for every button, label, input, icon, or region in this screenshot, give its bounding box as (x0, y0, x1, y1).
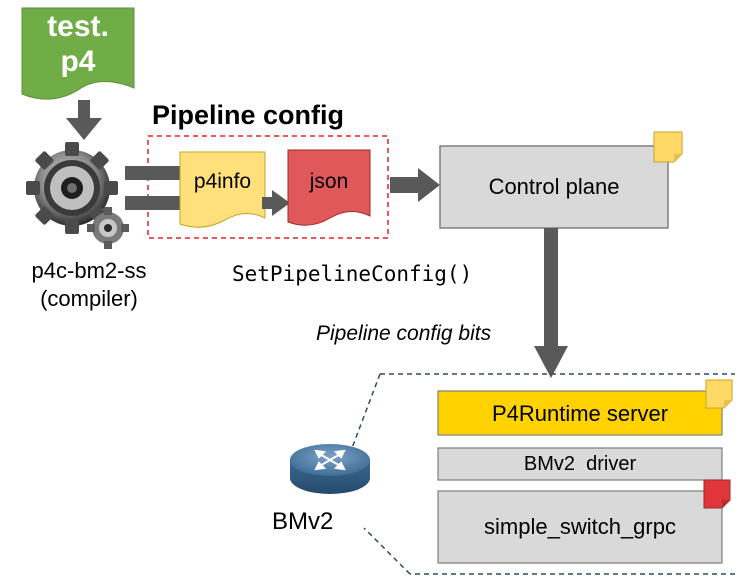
p4info-document-icon (179, 151, 266, 228)
pipeline-config-title: Pipeline config (152, 100, 345, 130)
gear-icon (26, 142, 129, 249)
source-file-name-line2: p4 (60, 45, 96, 78)
bmv2-region (351, 373, 735, 575)
rpc-payload-label: Pipeline config bits (316, 322, 492, 345)
pipeline-config-frame (147, 135, 389, 239)
p4runtime-server-label: P4Runtime server (491, 401, 669, 426)
arrow-control-plane-to-switch (534, 228, 568, 378)
arrow-p4info-to-json (262, 190, 290, 216)
source-file-icon (21, 7, 135, 100)
p4runtime-server-box (437, 390, 723, 436)
note-icon (653, 131, 683, 163)
p4info-label: p4info (193, 170, 252, 193)
control-plane-box (439, 145, 669, 229)
arrow-json-to-control-plane (390, 168, 440, 202)
router-icon (290, 444, 370, 494)
control-plane-label: Control plane (488, 174, 620, 199)
bmv2-driver-label: BMv2 driver (523, 453, 637, 475)
compiler-role: (compiler) (40, 286, 138, 311)
switch-name: BMv2 (272, 508, 334, 535)
note-icon (703, 479, 731, 509)
note-icon (705, 379, 733, 409)
simple-switch-grpc-label: simple_switch_grpc (484, 514, 676, 539)
json-label: json (309, 170, 349, 193)
arrow-compiler-outputs (125, 166, 180, 210)
json-document-icon (287, 149, 371, 226)
source-file-name-line1: test. (47, 10, 109, 43)
bmv2-driver-box (437, 447, 723, 481)
arrow-file-to-compiler (66, 100, 102, 140)
simple-switch-grpc-box (437, 490, 723, 564)
compiler-name: p4c-bm2-ss (31, 258, 147, 283)
rpc-call-label: SetPipelineConfig() (232, 262, 473, 286)
